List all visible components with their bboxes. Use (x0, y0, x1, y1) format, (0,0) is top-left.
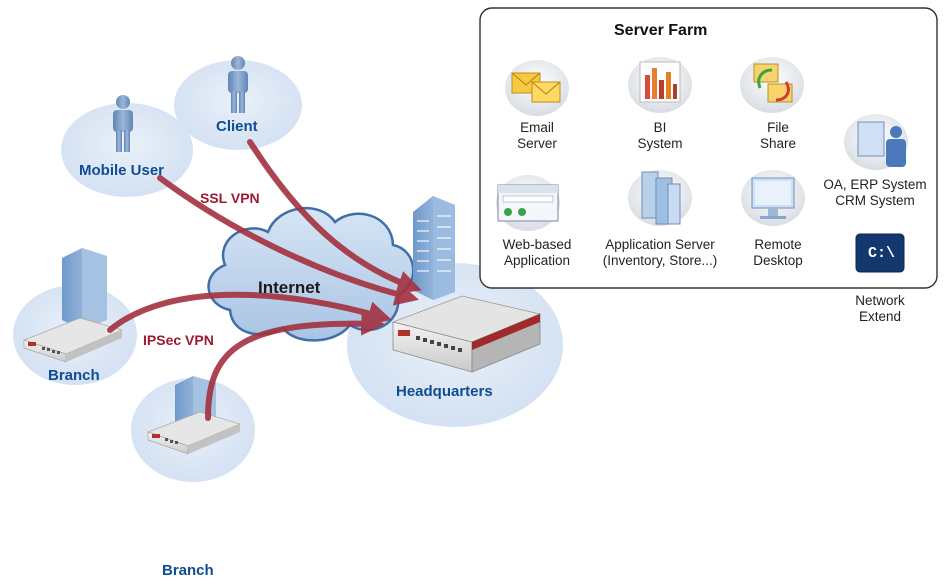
oa-erp-crm-line2: CRM System (835, 193, 915, 208)
email-server-line1: Email (520, 120, 554, 135)
application-server-line2: (Inventory, Store...) (602, 253, 718, 268)
server-farm-title: Server Farm (614, 22, 708, 39)
email-server-line2: Server (517, 136, 557, 151)
mobile-user-label: Mobile User (79, 162, 165, 179)
branch-1-firewall-device (22, 317, 124, 363)
ssl-vpn-label: SSL VPN (200, 190, 260, 206)
headquarters-building-icon (413, 196, 455, 300)
remote-desktop-line2: Desktop (753, 253, 803, 268)
network-extend-label: Network Extend (810, 293, 944, 325)
network-extend-line1: Network (855, 293, 905, 308)
file-share-icon (753, 63, 793, 103)
branch-2-label: Branch (162, 562, 214, 579)
ssl-vpn-tunnel-mobile-user (157, 175, 419, 306)
branch-1-building-icon (62, 248, 107, 330)
headquarters-firewall-device (391, 295, 542, 373)
ipsec-vpn-label: IPSec VPN (143, 332, 214, 348)
bi-system-line1: BI (653, 120, 667, 135)
user-at-screen-icon (857, 121, 906, 167)
web-based-application-label: Web-based Application (467, 237, 607, 269)
internet-label: Internet (258, 278, 321, 297)
command-prompt-icon (855, 233, 905, 273)
ipsec-vpn-tunnel-branch-2 (205, 311, 386, 421)
application-server-label: Application Server (Inventory, Store...) (590, 237, 730, 269)
mobile-user-person-icon (113, 95, 133, 152)
ssl-vpn-tunnel-client (247, 139, 422, 294)
web-based-application-line2: Application (503, 253, 571, 268)
file-share-line1: File (767, 120, 789, 135)
envelope-icon (511, 72, 561, 103)
monitor-icon (751, 177, 795, 219)
oa-erp-crm-label: OA, ERP System CRM System (805, 177, 944, 209)
bi-system-line2: System (637, 136, 683, 151)
client-ellipse (174, 60, 302, 150)
bi-system-label: BI System (590, 120, 730, 152)
email-server-label: Email Server (467, 120, 607, 152)
ipsec-vpn-tunnel-branch-1 (107, 291, 392, 333)
file-share-label: File Share (708, 120, 848, 152)
server-farm-panel (479, 7, 938, 289)
application-server-line1: Application Server (605, 237, 715, 252)
server-tower-icon (641, 171, 681, 225)
remote-desktop-label: Remote Desktop (708, 237, 848, 269)
browser-window-icon (497, 184, 559, 222)
headquarters-label: Headquarters (396, 383, 493, 400)
command-prompt-glyph: C:\ (868, 245, 896, 262)
web-based-application-line1: Web-based (502, 237, 572, 252)
branch-2-firewall-device (146, 411, 242, 455)
client-label: Client (216, 118, 258, 135)
file-share-line2: Share (759, 136, 797, 151)
client-person-icon (228, 56, 248, 113)
bar-chart-icon (639, 61, 681, 103)
oa-erp-crm-line1: OA, ERP System (823, 177, 927, 192)
branch-1-label: Branch (48, 367, 100, 384)
remote-desktop-line1: Remote (754, 237, 802, 252)
network-extend-line2: Extend (858, 309, 902, 324)
